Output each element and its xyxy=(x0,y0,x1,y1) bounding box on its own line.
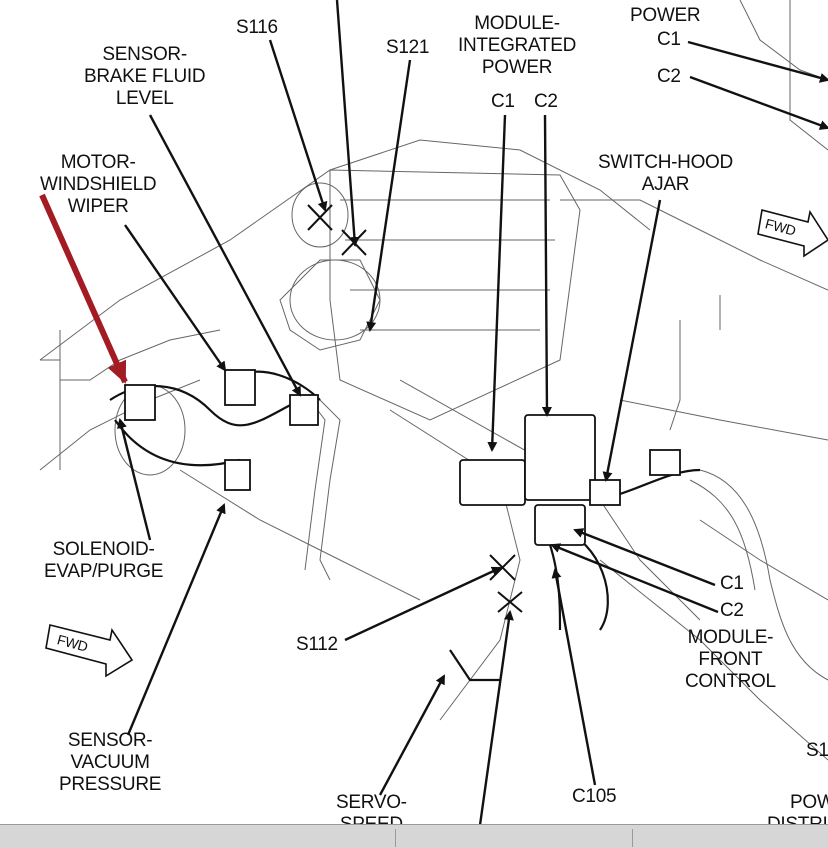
label-s116: S116 xyxy=(236,17,278,38)
label-motor-windshield-wiper: MOTOR- WINDSHIELD WIPER xyxy=(40,152,157,217)
label-sensor-brake-fluid-level: SENSOR- BRAKE FLUID LEVEL xyxy=(84,44,206,109)
label-switch-hood-ajar: SWITCH-HOOD AJAR xyxy=(598,152,733,195)
status-bar xyxy=(0,824,828,848)
label-mip-c1: C1 xyxy=(491,91,515,112)
status-separator xyxy=(395,829,396,847)
red-indicator-arrow xyxy=(39,193,128,384)
connector-blocks xyxy=(124,369,681,546)
engine-bay-drawing xyxy=(39,0,828,761)
label-s121: S121 xyxy=(386,37,430,58)
label-power-c2: C2 xyxy=(657,66,681,87)
label-module-integrated-power: MODULE- INTEGRATED POWER xyxy=(458,13,577,78)
label-c105: C105 xyxy=(572,786,617,807)
label-mip-c2: C2 xyxy=(534,91,558,112)
fwd-arrow-top xyxy=(757,209,828,258)
leader-lines xyxy=(117,0,828,826)
label-s1-partial: S1 xyxy=(806,740,828,761)
status-separator xyxy=(632,829,633,847)
label-solenoid-evap-purge: SOLENOID- EVAP/PURGE xyxy=(44,539,164,582)
wire-harness xyxy=(109,370,701,682)
label-c1-right: C1 xyxy=(720,573,744,594)
label-sensor-vacuum-pressure: SENSOR- VACUUM PRESSURE xyxy=(59,730,162,795)
splice-marks xyxy=(307,204,523,613)
label-s112: S112 xyxy=(296,634,338,655)
label-power-top: POWER xyxy=(630,5,701,26)
label-c2-right: C2 xyxy=(720,600,744,621)
label-power-c1: C1 xyxy=(657,29,681,50)
fwd-arrow-bottom xyxy=(45,624,134,678)
label-module-front-control: MODULE- FRONT CONTROL xyxy=(685,627,776,692)
